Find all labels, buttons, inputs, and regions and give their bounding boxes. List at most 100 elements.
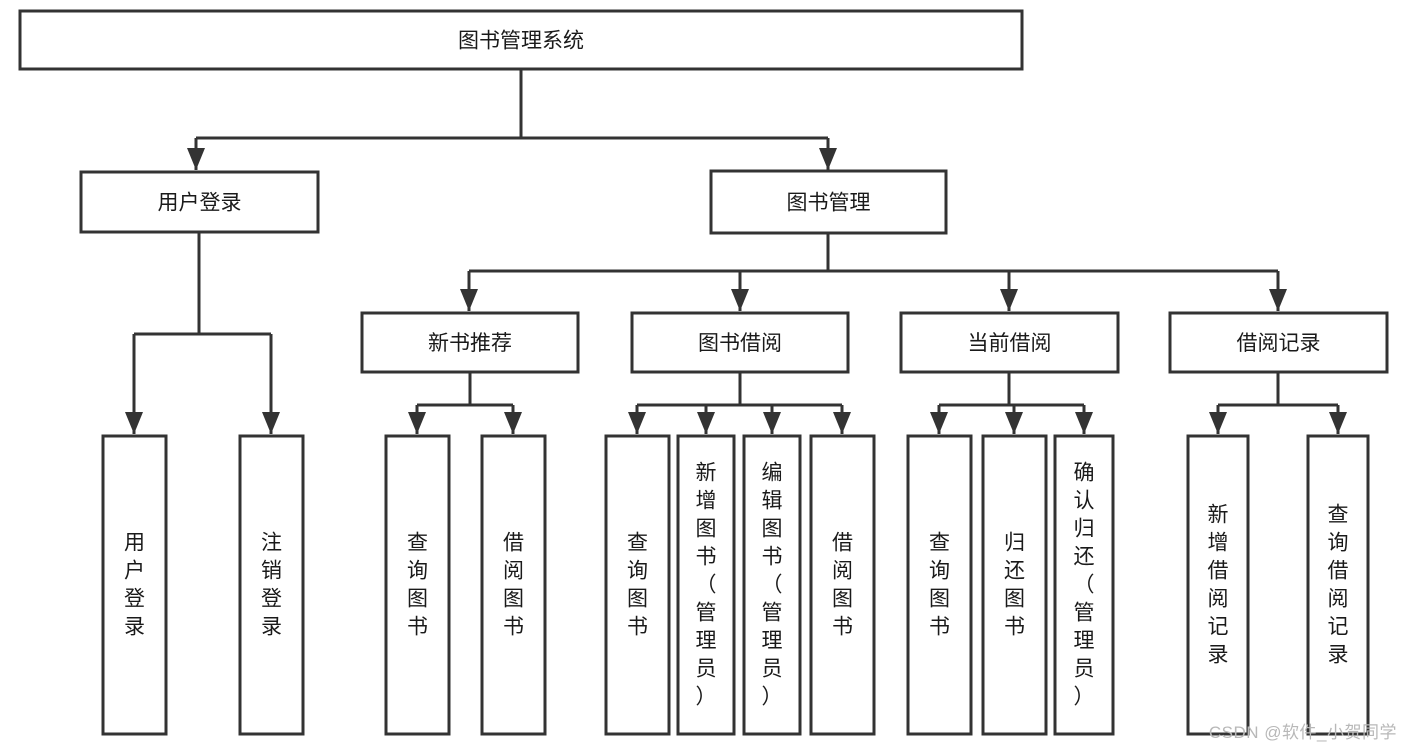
node-leaf-6-label-char-3: 书	[762, 546, 783, 569]
node-leaf-3-label-char-0: 借	[503, 532, 524, 555]
node-level3-2-rect	[899, 311, 1120, 374]
node-leaf-4-rect	[604, 434, 671, 736]
node-leaf-11-label-char-5: 录	[1208, 644, 1229, 667]
node-leaf-9-label-char-0: 归	[1004, 532, 1025, 555]
node-leaf-10-label-char-6: 理	[1074, 630, 1095, 653]
node-leaf-10-label-char-2: 归	[1074, 518, 1095, 541]
arrow-head-icon-group-0-0	[408, 412, 426, 434]
node-leaf-5-label-char-0: 新	[696, 462, 717, 485]
arrow-head-icon-group-0-1	[504, 412, 522, 434]
node-leaf-12-label-char-3: 阅	[1328, 588, 1349, 611]
node-leaf-6-label-char-5: 管	[762, 602, 783, 625]
node-leaf-10-rect	[1053, 434, 1115, 736]
node-leaf-6-rect	[742, 434, 802, 736]
node-leaf-7-label-char-2: 图	[832, 588, 853, 611]
node-leaf-5-label-char-2: 图	[696, 518, 717, 541]
node-leaf-11-label-char-4: 记	[1208, 616, 1229, 639]
node-leaf-11-label-char-0: 新	[1208, 504, 1229, 527]
node-level3-1[interactable]: 图书借阅	[630, 311, 850, 374]
node-level3-2-label: 当前借阅	[968, 332, 1052, 355]
node-leaf-5-label-char-8: ）	[696, 686, 717, 709]
node-leaf-11-label-char-1: 增	[1208, 532, 1229, 555]
node-leaf-4-label-char-2: 图	[627, 588, 648, 611]
node-leaf-1-label-char-1: 销	[261, 560, 282, 583]
arrow-head-icon-group-3-1	[1329, 412, 1347, 434]
node-leaf-12-label-char-5: 录	[1328, 644, 1349, 667]
node-level2-0-label: 用户登录	[158, 192, 242, 215]
node-leaf-11-label-char-3: 阅	[1208, 588, 1229, 611]
connector-layer	[125, 69, 1347, 434]
node-leaf-11-label-char-2: 借	[1208, 560, 1229, 583]
node-leaf-5-label-char-4: （	[696, 574, 717, 597]
node-level3-0[interactable]: 新书推荐	[360, 311, 580, 374]
node-leaf-2-rect	[384, 434, 451, 736]
node-layer: 图书管理系统用户登录图书管理新书推荐图书借阅当前借阅借阅记录用户登录注销登录查询…	[18, 9, 1389, 736]
node-root-system[interactable]: 图书管理系统	[18, 9, 1024, 71]
node-level3-3[interactable]: 借阅记录	[1168, 311, 1389, 374]
node-leaf-7-label-char-1: 阅	[832, 560, 853, 583]
node-leaf-6-label-char-8: ）	[762, 686, 783, 709]
node-leaf-12-label-char-1: 询	[1328, 532, 1349, 555]
node-leaf-3-label-char-2: 图	[503, 588, 524, 611]
node-leaf-8-label-char-0: 查	[929, 532, 950, 555]
node-level2-1[interactable]: 图书管理	[709, 169, 948, 235]
node-root-system-label: 图书管理系统	[458, 30, 584, 53]
node-level3-1-label: 图书借阅	[698, 332, 782, 355]
node-level2-0[interactable]: 用户登录	[79, 170, 320, 234]
node-level3-3-label: 借阅记录	[1237, 332, 1321, 355]
node-leaf-0-label-char-0: 用	[124, 532, 145, 555]
node-level3-2[interactable]: 当前借阅	[899, 311, 1120, 374]
node-leaf-8-label-char-3: 书	[929, 616, 950, 639]
node-leaf-10-label-char-1: 认	[1074, 490, 1095, 513]
node-leaf-0-rect	[101, 434, 168, 736]
node-leaf-8-label-char-1: 询	[929, 560, 950, 583]
node-leaf-3-label-char-3: 书	[503, 616, 524, 639]
node-leaf-5-rect	[676, 434, 736, 736]
node-leaf-10-label-char-4: （	[1074, 574, 1095, 597]
node-leaf-4-label-char-0: 查	[627, 532, 648, 555]
arrow-head-icon-root-0	[187, 148, 205, 170]
node-leaf-4-label-char-3: 书	[627, 616, 648, 639]
node-leaf-0[interactable]: 用户登录	[101, 434, 168, 736]
node-level2-1-rect	[709, 169, 948, 235]
node-leaf-12-label-char-4: 记	[1328, 616, 1349, 639]
node-level2-0-rect	[79, 170, 320, 234]
node-leaf-1-label-char-3: 录	[261, 616, 282, 639]
node-leaf-0-label-char-1: 户	[124, 560, 145, 583]
node-leaf-7-label-char-0: 借	[832, 532, 853, 555]
node-leaf-10-label-char-8: ）	[1074, 686, 1095, 709]
node-leaf-6-label-char-0: 编	[762, 462, 783, 485]
arrow-head-icon-group-3-0	[1209, 412, 1227, 434]
node-level3-1-rect	[630, 311, 850, 374]
arrow-head-icon-group-1-1	[697, 412, 715, 434]
node-level2-1-label: 图书管理	[787, 192, 871, 215]
node-leaf-5-label-char-7: 员	[696, 658, 717, 681]
node-leaf-9-label-char-2: 图	[1004, 588, 1025, 611]
node-leaf-10-label-char-5: 管	[1074, 602, 1095, 625]
node-leaf-12-rect	[1306, 434, 1370, 736]
arrow-head-icon-group-1-2	[763, 412, 781, 434]
node-leaf-5-label-char-3: 书	[696, 546, 717, 569]
node-leaf-1-label-char-2: 登	[261, 588, 282, 611]
node-leaf-9-label-char-1: 还	[1004, 560, 1025, 583]
node-leaf-8-rect	[906, 434, 973, 736]
node-leaf-6-label-char-4: （	[762, 574, 783, 597]
node-leaf-11-rect	[1186, 434, 1250, 736]
arrow-head-icon-root-1	[819, 148, 837, 170]
arrow-head-icon-group-2-1	[1005, 412, 1023, 434]
node-leaf-1-label-char-0: 注	[261, 532, 282, 555]
